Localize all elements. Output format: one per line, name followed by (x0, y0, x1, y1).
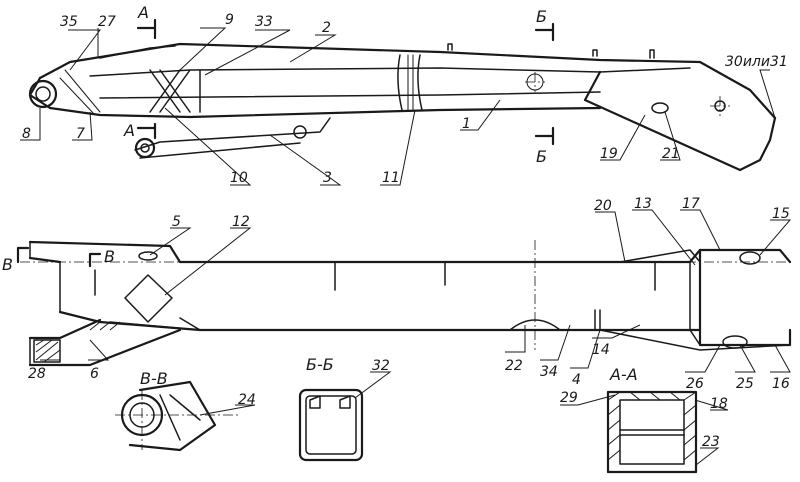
callout-13: 13 (634, 196, 652, 212)
callout-5: 5 (172, 214, 181, 230)
callout-8: 8 (22, 126, 31, 142)
boom-pivot-pin (28, 79, 58, 109)
callout-2: 2 (322, 20, 331, 36)
callout-20: 20 (594, 198, 612, 214)
section-mark-a-top: А (137, 3, 149, 22)
callout-12: 12 (232, 214, 250, 230)
section-b-b (298, 388, 364, 462)
boom-side-view (28, 18, 777, 172)
section-a-a (606, 390, 698, 474)
callout-32: 32 (372, 358, 390, 374)
section-mark-b-top: Б (536, 7, 547, 26)
section-title-b-b: Б-Б (306, 355, 334, 374)
callout-34: 34 (540, 364, 558, 380)
callout-10: 10 (230, 170, 248, 186)
callout-18: 18 (710, 396, 728, 412)
callout-29: 29 (560, 390, 578, 406)
callout-35: 35 (60, 14, 78, 30)
boom-plan-view (16, 240, 792, 367)
callout-labels: 35 27 9 33 2 1 8 7 10 3 11 19 21 30или31… (22, 12, 790, 450)
callout-6: 6 (90, 366, 99, 382)
callout-9: 9 (225, 12, 234, 28)
callout-1: 1 (462, 116, 471, 132)
callout-3: 3 (323, 170, 332, 186)
section-v-v (115, 380, 240, 452)
section-title-a-a: А-А (609, 365, 638, 384)
callout-4: 4 (572, 372, 581, 388)
callout-15: 15 (772, 206, 790, 222)
strut-pin (134, 137, 156, 159)
callout-28: 28 (28, 366, 46, 382)
callout-27: 27 (98, 14, 116, 30)
callout-14: 14 (592, 342, 610, 358)
callout-19: 19 (600, 146, 618, 162)
callout-23: 23 (702, 434, 720, 450)
section-marks: А А Б Б В В В-В Б-Б А-А (2, 3, 638, 388)
callout-30-31: 30или31 (725, 54, 788, 70)
callout-33: 33 (255, 14, 273, 30)
callout-24: 24 (238, 392, 256, 408)
leader-lines (20, 27, 792, 466)
callout-17: 17 (682, 196, 700, 212)
section-mark-v-right: В (104, 247, 115, 266)
callout-11: 11 (382, 170, 400, 186)
callout-26: 26 (686, 376, 704, 392)
section-title-v-v: В-В (140, 369, 168, 388)
callout-25: 25 (736, 376, 754, 392)
callout-22: 22 (505, 358, 523, 374)
section-mark-b-bottom: Б (536, 147, 547, 166)
section-mark-v-left: В (2, 255, 13, 274)
callout-7: 7 (76, 126, 85, 142)
section-mark-a-bottom: А (123, 121, 135, 140)
callout-21: 21 (662, 146, 680, 162)
callout-16: 16 (772, 376, 790, 392)
